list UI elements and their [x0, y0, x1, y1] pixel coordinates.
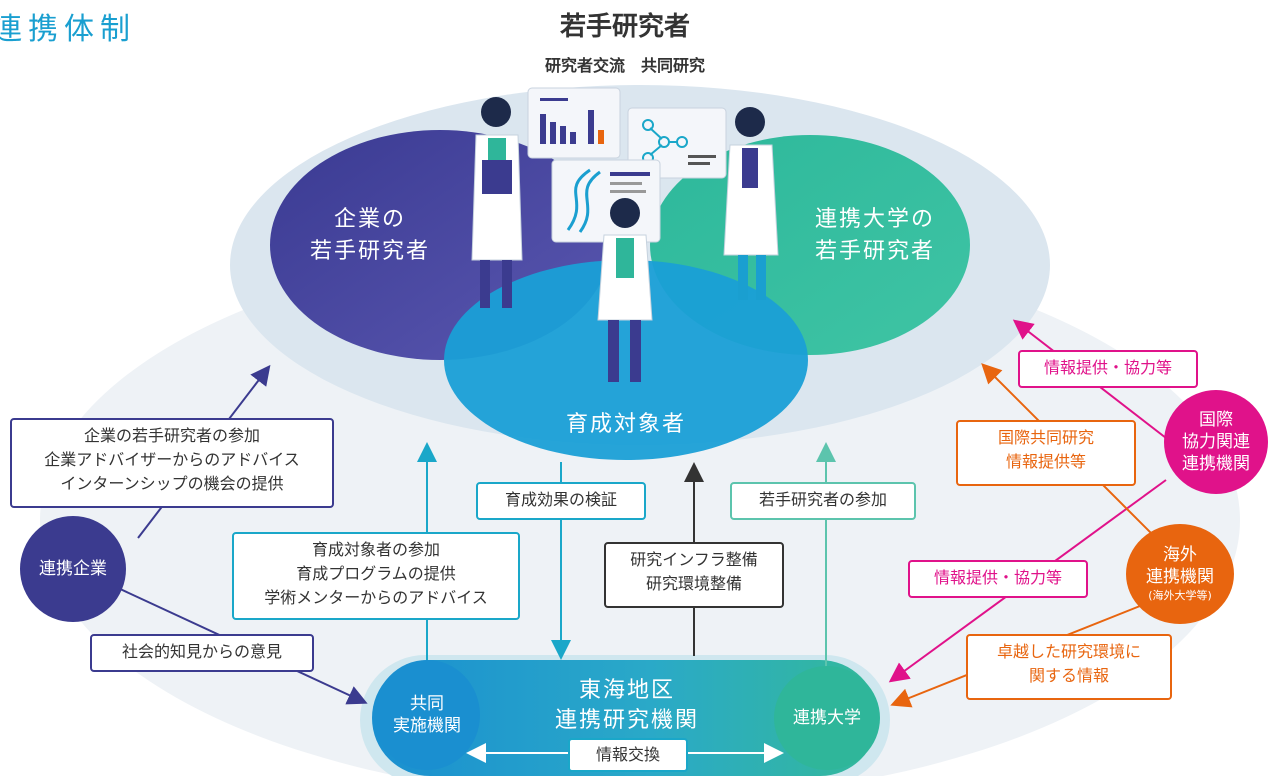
partner-university-node: 連携大学 [774, 666, 880, 770]
intl-info-mid-box: 情報提供・協力等 [908, 560, 1088, 598]
trainees-label: 育成対象者 [565, 412, 686, 437]
company-contribution-box: 企業の若手研究者の参加 企業アドバイザーからのアドバイス インターンシップの機会… [10, 418, 334, 508]
social-insight-box: 社会的知見からの意見 [90, 634, 314, 672]
verification-box: 育成効果の検証 [476, 482, 646, 520]
university-young-researchers-label: 連携大学の 若手研究者 [814, 207, 935, 264]
overseas-org-note: (海外大学等) [1148, 589, 1212, 602]
intl-joint-research-box: 国際共同研究 情報提供等 [956, 420, 1136, 486]
info-exchange-box: 情報交換 [568, 738, 688, 772]
researcher-figure-center [597, 198, 653, 382]
young-researcher-participation-box: 若手研究者の参加 [730, 482, 916, 520]
tokai-research-org-label: 東海地区 連携研究機関 [554, 678, 699, 733]
overseas-org-label: 海外 連携機関 [1146, 545, 1214, 587]
research-infrastructure-box: 研究インフラ整備 研究環境整備 [604, 542, 784, 608]
research-screens [527, 87, 727, 243]
tokai-capsule [372, 660, 878, 776]
intl-cooperation-node: 国際 協力関連 連携機関 [1164, 390, 1268, 494]
joint-implementation-org-node: 共同 実施機関 [374, 660, 480, 770]
trainee-participation-box: 育成対象者の参加 育成プログラムの提供 学術メンターからのアドバイス [232, 532, 520, 620]
researcher-figure-left [471, 97, 523, 308]
company-young-researchers-label: 企業の 若手研究者 [309, 207, 430, 264]
top-title: 若手研究者 [559, 12, 690, 42]
researcher-figure-right [723, 107, 779, 300]
trainee-ellipse [444, 260, 808, 460]
top-subtitle: 研究者交流 共同研究 [544, 56, 705, 75]
intl-info-top-box: 情報提供・協力等 [1018, 350, 1198, 388]
page-title: 連携体制 [0, 12, 136, 47]
partner-company-node: 連携企業 [20, 516, 126, 622]
excellent-research-env-box: 卓越した研究環境に 関する情報 [966, 634, 1172, 700]
overseas-org-node: 海外 連携機関 (海外大学等) [1126, 524, 1234, 624]
